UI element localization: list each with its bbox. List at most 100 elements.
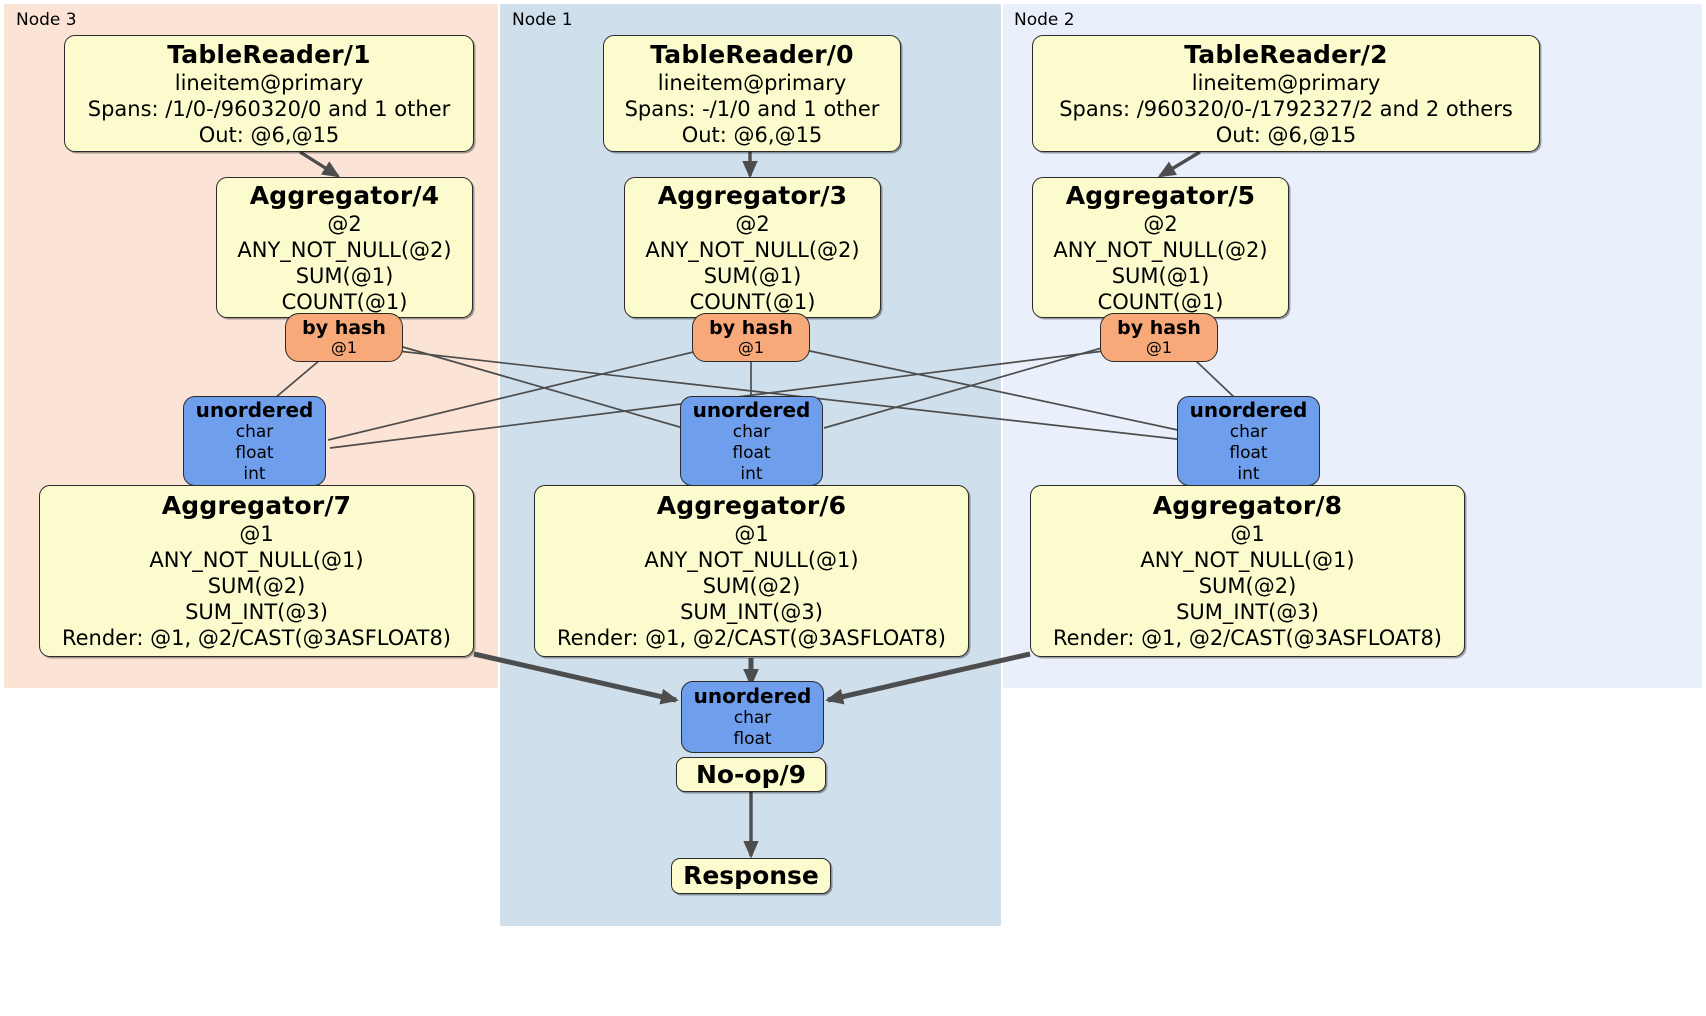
processor-groupcols: @2: [327, 211, 362, 236]
processor-agg-0: ANY_NOT_NULL(@2): [1053, 237, 1268, 262]
processor-box-aggregator-4[interactable]: Aggregator/4 @2 ANY_NOT_NULL(@2) SUM(@1)…: [216, 177, 473, 318]
edge-agg7-final: [473, 651, 679, 705]
synchronizer-type-0: char: [235, 421, 274, 442]
edge-hash3-unordered8: [795, 347, 1188, 433]
processor-agg-0: ANY_NOT_NULL(@1): [149, 548, 364, 572]
edge-hash4-unordered7: [274, 359, 321, 399]
edge-reader2-agg5: [1157, 150, 1201, 178]
processor-out: Out: @6,@15: [198, 122, 340, 147]
router-columns: @1: [1145, 338, 1173, 357]
processor-render: Render: @1, @2/CAST(@3ASFLOAT8): [556, 626, 947, 650]
response-title: Response: [683, 861, 819, 890]
processor-title: Aggregator/5: [1065, 180, 1256, 210]
synchronizer-unordered-node1[interactable]: unordered char float int: [680, 396, 823, 486]
node-panel-label-node2: Node 2: [1014, 10, 1075, 30]
processor-table: lineitem@primary: [174, 70, 364, 95]
synchronizer-title: unordered: [692, 397, 811, 422]
edge-hash4-unordered8: [388, 349, 1186, 441]
processor-spans: Spans: /960320/0-/1792327/2 and 2 others: [1059, 96, 1513, 121]
synchronizer-type-0: char: [732, 421, 771, 442]
processor-agg-1: SUM(@1): [703, 263, 802, 288]
processor-box-noop-9[interactable]: No-op/9: [676, 757, 826, 792]
processor-agg-1: SUM(@1): [1111, 263, 1210, 288]
synchronizer-unordered-node3[interactable]: unordered char float int: [183, 396, 326, 486]
synchronizer-type-2: int: [243, 463, 266, 484]
node-panel-label-node3: Node 3: [16, 10, 77, 30]
edge-reader1-agg4: [299, 150, 341, 178]
processor-title: Aggregator/7: [161, 491, 352, 520]
processor-out: Out: @6,@15: [681, 122, 823, 147]
synchronizer-type-1: float: [1229, 442, 1268, 463]
synchronizer-type-0: char: [733, 708, 772, 728]
processor-groupcols: @2: [735, 211, 770, 236]
processor-spans: Spans: -/1/0 and 1 other: [624, 96, 880, 121]
processor-title: Aggregator/3: [657, 180, 848, 210]
processor-agg-0: ANY_NOT_NULL(@2): [237, 237, 452, 262]
processor-box-tablereader-0[interactable]: TableReader/0 lineitem@primary Spans: -/…: [603, 35, 901, 152]
synchronizer-type-2: int: [1237, 463, 1260, 484]
processor-title: Aggregator/4: [249, 180, 440, 210]
processor-table: lineitem@primary: [657, 70, 847, 95]
edge-hash4-unordered6: [388, 342, 691, 431]
processor-title: No-op/9: [695, 759, 807, 789]
processor-title: Aggregator/8: [1152, 491, 1343, 520]
processor-agg-0: ANY_NOT_NULL(@1): [1140, 548, 1355, 572]
synchronizer-unordered-final[interactable]: unordered char float: [681, 681, 824, 753]
synchronizer-type-1: float: [235, 442, 274, 463]
edge-hash5-unordered6: [823, 344, 1113, 429]
processor-table: lineitem@primary: [1191, 70, 1381, 95]
processor-box-aggregator-7[interactable]: Aggregator/7 @1 ANY_NOT_NULL(@1) SUM(@2)…: [39, 485, 474, 657]
processor-agg-1: SUM(@2): [207, 574, 306, 598]
processor-agg-2: SUM_INT(@3): [185, 600, 328, 624]
router-by-hash-node3[interactable]: by hash @1: [285, 313, 403, 362]
node-panel-label-node1: Node 1: [512, 10, 573, 30]
synchronizer-title: unordered: [693, 684, 812, 708]
processor-out: Out: @6,@15: [1215, 122, 1357, 147]
processor-title: TableReader/0: [650, 39, 854, 69]
synchronizer-type-1: float: [732, 442, 771, 463]
router-title: by hash: [302, 317, 386, 339]
processor-render: Render: @1, @2/CAST(@3ASFLOAT8): [61, 626, 452, 650]
edge-agg8-final: [825, 651, 1031, 705]
processor-agg-2: COUNT(@1): [281, 289, 408, 314]
processor-title: Aggregator/6: [656, 491, 847, 520]
processor-groupcols: @1: [1230, 522, 1265, 546]
synchronizer-type-2: int: [740, 463, 763, 484]
synchronizer-title: unordered: [1189, 397, 1308, 422]
processor-box-aggregator-6[interactable]: Aggregator/6 @1 ANY_NOT_NULL(@1) SUM(@2)…: [534, 485, 969, 657]
router-by-hash-node2[interactable]: by hash @1: [1100, 313, 1218, 362]
processor-groupcols: @2: [1143, 211, 1178, 236]
processor-agg-0: ANY_NOT_NULL(@2): [645, 237, 860, 262]
processor-agg-2: SUM_INT(@3): [1176, 600, 1319, 624]
router-columns: @1: [737, 338, 765, 357]
processor-box-tablereader-2[interactable]: TableReader/2 lineitem@primary Spans: /9…: [1032, 35, 1540, 152]
processor-agg-1: SUM(@2): [702, 574, 801, 598]
processor-agg-2: COUNT(@1): [1097, 289, 1224, 314]
synchronizer-title: unordered: [195, 397, 314, 422]
processor-agg-1: SUM(@2): [1198, 574, 1297, 598]
processor-agg-1: SUM(@1): [295, 263, 394, 288]
processor-box-aggregator-3[interactable]: Aggregator/3 @2 ANY_NOT_NULL(@2) SUM(@1)…: [624, 177, 881, 318]
edge-hash3-unordered7: [327, 347, 711, 441]
processor-box-aggregator-8[interactable]: Aggregator/8 @1 ANY_NOT_NULL(@1) SUM(@2)…: [1030, 485, 1465, 657]
processor-groupcols: @1: [239, 522, 274, 546]
processor-title: TableReader/2: [1184, 39, 1388, 69]
synchronizer-unordered-node2[interactable]: unordered char float int: [1177, 396, 1320, 486]
processor-agg-0: ANY_NOT_NULL(@1): [644, 548, 859, 572]
processor-box-aggregator-5[interactable]: Aggregator/5 @2 ANY_NOT_NULL(@2) SUM(@1)…: [1032, 177, 1289, 318]
response-box[interactable]: Response: [671, 858, 831, 894]
processor-agg-2: SUM_INT(@3): [680, 600, 823, 624]
processor-box-tablereader-1[interactable]: TableReader/1 lineitem@primary Spans: /1…: [64, 35, 474, 152]
processor-agg-2: COUNT(@1): [689, 289, 816, 314]
router-title: by hash: [709, 317, 793, 339]
synchronizer-type-1: float: [733, 729, 772, 749]
synchronizer-type-0: char: [1229, 421, 1268, 442]
edge-hash5-unordered8: [1194, 359, 1236, 399]
router-title: by hash: [1117, 317, 1201, 339]
router-by-hash-node1[interactable]: by hash @1: [692, 313, 810, 362]
router-columns: @1: [330, 338, 358, 357]
processor-spans: Spans: /1/0-/960320/0 and 1 other: [87, 96, 451, 121]
processor-title: TableReader/1: [167, 39, 371, 69]
